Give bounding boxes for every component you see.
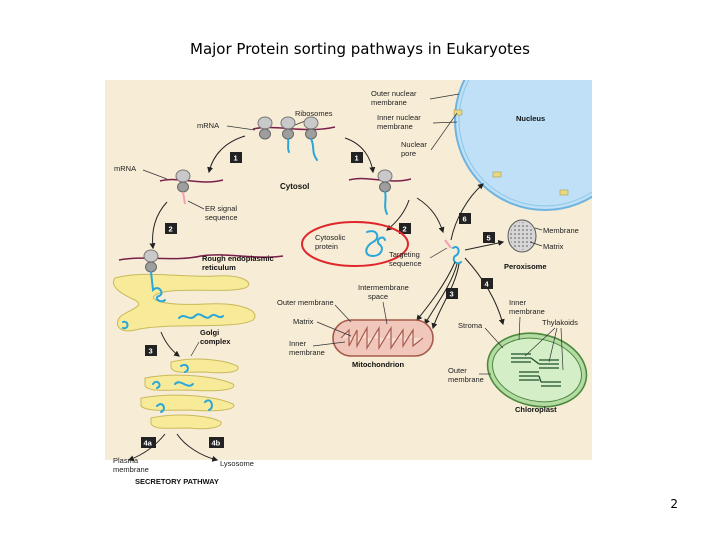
chloroplast-label: Chloroplast — [515, 405, 557, 414]
targeting-sequence-label-2: sequence — [389, 259, 422, 268]
step-4a: 4a — [141, 437, 156, 448]
mitochondrion — [332, 319, 434, 357]
mito-inner-membrane-label-2: membrane — [289, 348, 325, 357]
svg-text:4a: 4a — [144, 439, 153, 448]
protein-sorting-diagram: Nucleus Outer nuclear membrane Inner nuc… — [105, 80, 592, 486]
svg-text:2: 2 — [169, 225, 173, 234]
step-3-right: 3 — [446, 288, 458, 299]
svg-text:5: 5 — [487, 234, 491, 243]
step-3-left: 3 — [145, 345, 157, 356]
ribosome-er — [143, 249, 159, 273]
svg-text:2: 2 — [403, 225, 407, 234]
mrna-strand-er — [118, 254, 284, 261]
mrna-left-label: mRNA — [114, 164, 136, 173]
plasma-membrane-label: Plasma — [113, 456, 139, 465]
svg-text:6: 6 — [463, 215, 467, 224]
svg-text:1: 1 — [355, 154, 359, 163]
svg-text:protein: protein — [315, 242, 338, 251]
er-signal-sequence-label: ER signal — [205, 204, 237, 213]
outer-nuclear-membrane-label-2: membrane — [371, 98, 407, 107]
rough-er-label-2: reticulum — [202, 263, 236, 272]
step-1-left: 1 — [230, 152, 242, 163]
mitochondrion-label: Mitochondrion — [352, 360, 404, 369]
nuclear-pore-label-2: pore — [401, 149, 416, 158]
inner-nuclear-membrane-label-2: membrane — [377, 122, 413, 131]
rough-er-label: Rough endoplasmic — [202, 254, 274, 263]
peroxisome-label: Peroxisome — [504, 262, 547, 271]
chloro-outer-membrane-label-2: membrane — [448, 375, 484, 384]
step-2-right: 2 — [399, 223, 411, 234]
mrna-top-label: mRNA — [197, 121, 219, 130]
plasma-membrane-label-2: membrane — [113, 465, 149, 474]
secretory-pathway-label: SECRETORY PATHWAY — [135, 477, 219, 486]
targeting-sequence-label: Targeting — [389, 250, 420, 259]
golgi-complex-label-2: complex — [200, 337, 231, 346]
peroxisome-matrix-label: Matrix — [543, 242, 564, 251]
page-number: 2 — [670, 497, 678, 511]
nuclear-pore-label: Nuclear — [401, 140, 427, 149]
outer-nuclear-membrane-label: Outer nuclear — [371, 89, 417, 98]
ribosome-top-1 — [257, 116, 273, 140]
stroma-label: Stroma — [458, 321, 483, 330]
chloro-inner-membrane-label-2: membrane — [509, 307, 545, 316]
mito-inner-membrane-label: Inner — [289, 339, 307, 348]
lysosome-label: Lysosome — [220, 459, 254, 468]
step-4b: 4b — [209, 437, 224, 448]
mrna-strand-left — [159, 178, 224, 183]
peroxisome — [507, 219, 537, 253]
chloroplast — [486, 332, 588, 408]
nucleus: Nucleus — [453, 80, 592, 211]
cytosol-label: Cytosol — [280, 182, 309, 191]
mito-matrix-label: Matrix — [293, 317, 314, 326]
inner-nuclear-membrane-label: Inner nuclear — [377, 113, 421, 122]
intermembrane-space-label: Intermembrane — [358, 283, 409, 292]
golgi-complex-label: Golgi — [200, 328, 219, 337]
cytosolic-protein: Cytosolic protein — [301, 221, 409, 267]
step-1-right: 1 — [351, 152, 363, 163]
step-5: 5 — [483, 232, 495, 243]
step-2-left: 2 — [165, 223, 177, 234]
thylakoids-label: Thylakoids — [542, 318, 578, 327]
intermembrane-space-label-2: space — [368, 292, 388, 301]
cytosolic-protein-highlight — [301, 221, 409, 267]
step-4: 4 — [481, 278, 493, 289]
svg-text:Cytosolic: Cytosolic — [315, 233, 346, 242]
nucleus-label: Nucleus — [516, 114, 545, 123]
svg-text:4b: 4b — [212, 439, 221, 448]
chloro-outer-membrane-label: Outer — [448, 366, 467, 375]
er-signal-sequence-label-2: sequence — [205, 213, 238, 222]
svg-text:3: 3 — [450, 290, 454, 299]
step-6: 6 — [459, 213, 471, 224]
chloro-inner-membrane-label: Inner — [509, 298, 527, 307]
mito-outer-membrane-label: Outer membrane — [277, 298, 334, 307]
svg-text:1: 1 — [234, 154, 238, 163]
svg-text:4: 4 — [485, 280, 490, 289]
slide-title: Major Protein sorting pathways in Eukary… — [190, 40, 530, 58]
svg-text:3: 3 — [149, 347, 153, 356]
membrane-label: Membrane — [543, 226, 579, 235]
ribosomes-label: Ribosomes — [295, 109, 333, 118]
